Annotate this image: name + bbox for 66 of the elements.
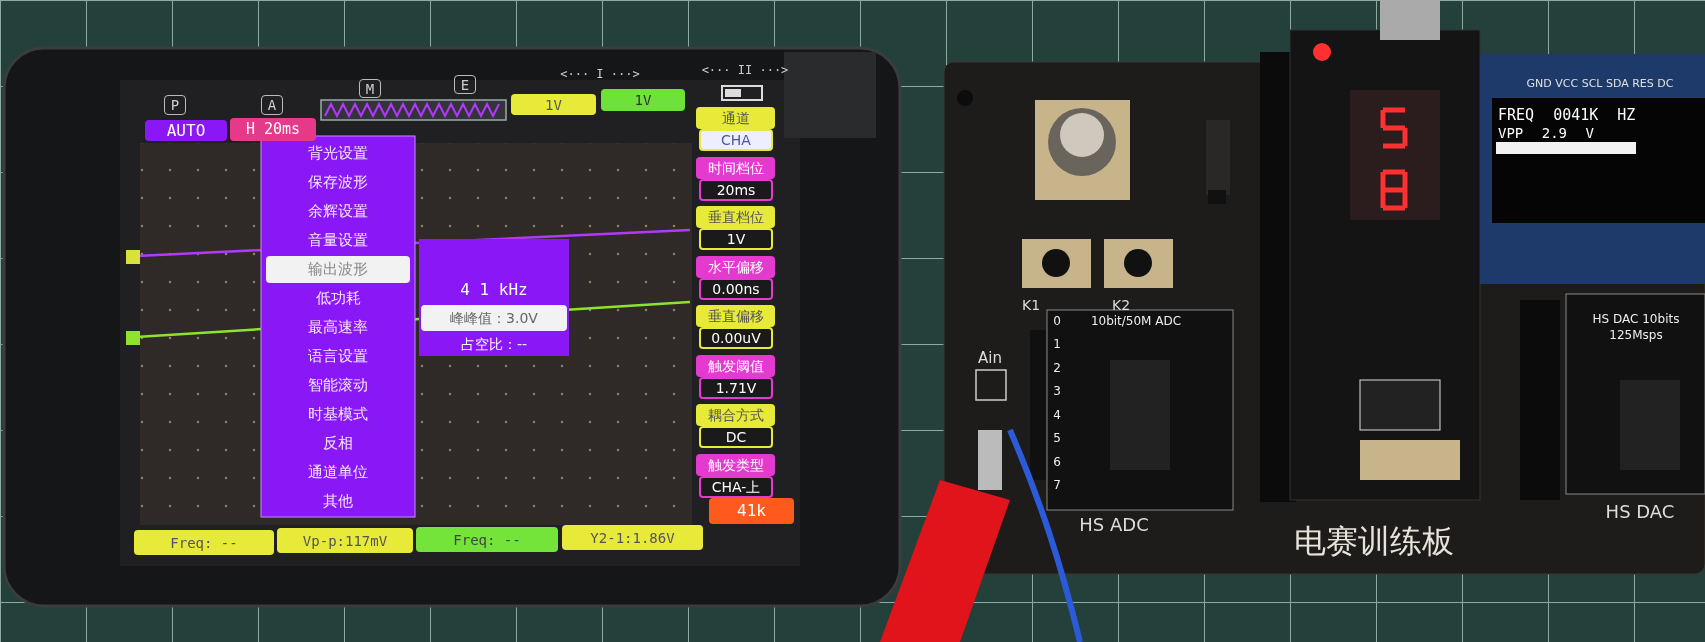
measurement-bar: Freq: -- (134, 530, 274, 555)
measurement-bar: Y2-1:1.86V (562, 525, 703, 550)
module-label: HS DAC (1604, 500, 1676, 524)
parameter-value: DC (699, 426, 773, 448)
pin-number: 6 (1052, 453, 1062, 470)
channel-scale-badge: 1V (511, 94, 596, 115)
parameter-value: 0.00ns (699, 277, 773, 300)
button-label: K2 (1110, 296, 1132, 314)
parameter-title: 水平偏移 (696, 255, 775, 278)
mode-badge: AUTO (145, 120, 227, 141)
key-letter: A (261, 95, 283, 115)
pin-label: GND VCC SCL SDA RES DC (1525, 75, 1675, 92)
parameter-value: CHA-上 (699, 475, 773, 498)
parameter-title: 垂直偏移 (696, 305, 775, 327)
parameter-value: 1V (699, 228, 773, 250)
pin-number: 7 (1052, 477, 1062, 494)
menu-item: 反相 (322, 433, 354, 454)
cursor-marker: <··· II ···> (700, 62, 790, 78)
parameter-title: 垂直档位 (696, 206, 775, 228)
menu-item: 低功耗 (314, 288, 362, 309)
menu-item: 智能滚动 (307, 375, 369, 396)
pin-number: 3 (1052, 383, 1062, 400)
button-label: K1 (1020, 296, 1042, 314)
key-letter: M (359, 79, 381, 98)
menu-item: 余辉设置 (307, 201, 369, 222)
key-letter: P (164, 95, 186, 115)
oled-readout: FREQ 0041K HZ (1498, 104, 1637, 126)
parameter-value: CHA (699, 129, 773, 151)
menu-item: 音量设置 (307, 230, 369, 251)
menu-item: 保存波形 (307, 172, 369, 193)
parameter-title: 耦合方式 (696, 404, 775, 426)
menu-item: 背光设置 (307, 143, 369, 164)
amplitude-setting: 峰峰值：3.0V (421, 305, 567, 331)
input-label: Ain (977, 348, 1003, 368)
pin-number: 4 (1052, 406, 1062, 423)
channel-scale-badge: 1V (601, 89, 685, 111)
parameter-title: 通道 (696, 107, 775, 129)
parameter-value: 0.00uV (699, 327, 773, 349)
menu-item: 其他 (322, 491, 354, 512)
pin-number: 0 (1052, 312, 1062, 329)
module-label: HS ADC (1078, 513, 1150, 537)
menu-item: 语言设置 (307, 346, 369, 367)
parameter-title: 时间档位 (696, 156, 775, 179)
board-title: 电赛训练板 (1293, 521, 1455, 562)
parameter-title: 触发类型 (696, 453, 775, 476)
pin-number: 1 (1052, 336, 1062, 353)
parameter-title: 触发阈值 (696, 354, 775, 377)
pin-number: 5 (1052, 430, 1062, 447)
measurement-bar: Vp-p:117mV (277, 528, 413, 553)
menu-item: 通道单位 (307, 462, 369, 483)
key-letter: E (454, 75, 476, 94)
duty-cycle-readout: 占空比：-- (459, 335, 529, 354)
menu-item: 最高速率 (307, 317, 369, 338)
parameter-value: 20ms (699, 178, 773, 201)
module-label: HS DAC 10bits 125Msps (1591, 311, 1681, 344)
timebase-badge: H 20ms (230, 118, 316, 141)
measurement-bar: Freq: -- (416, 527, 558, 552)
menu-item: 输出波形 (266, 256, 410, 283)
oled-readout: VPP 2.9 V (1498, 126, 1595, 140)
frequency-readout: 4 1 kHz (459, 279, 529, 301)
module-label: 10bit/50M ADC (1089, 313, 1183, 330)
menu-item: 时基模式 (307, 404, 369, 425)
frequency-badge: 41k (709, 498, 794, 524)
pin-number: 2 (1052, 359, 1062, 376)
parameter-value: 1.71V (699, 376, 773, 399)
cursor-marker: <··· I ···> (560, 66, 640, 82)
